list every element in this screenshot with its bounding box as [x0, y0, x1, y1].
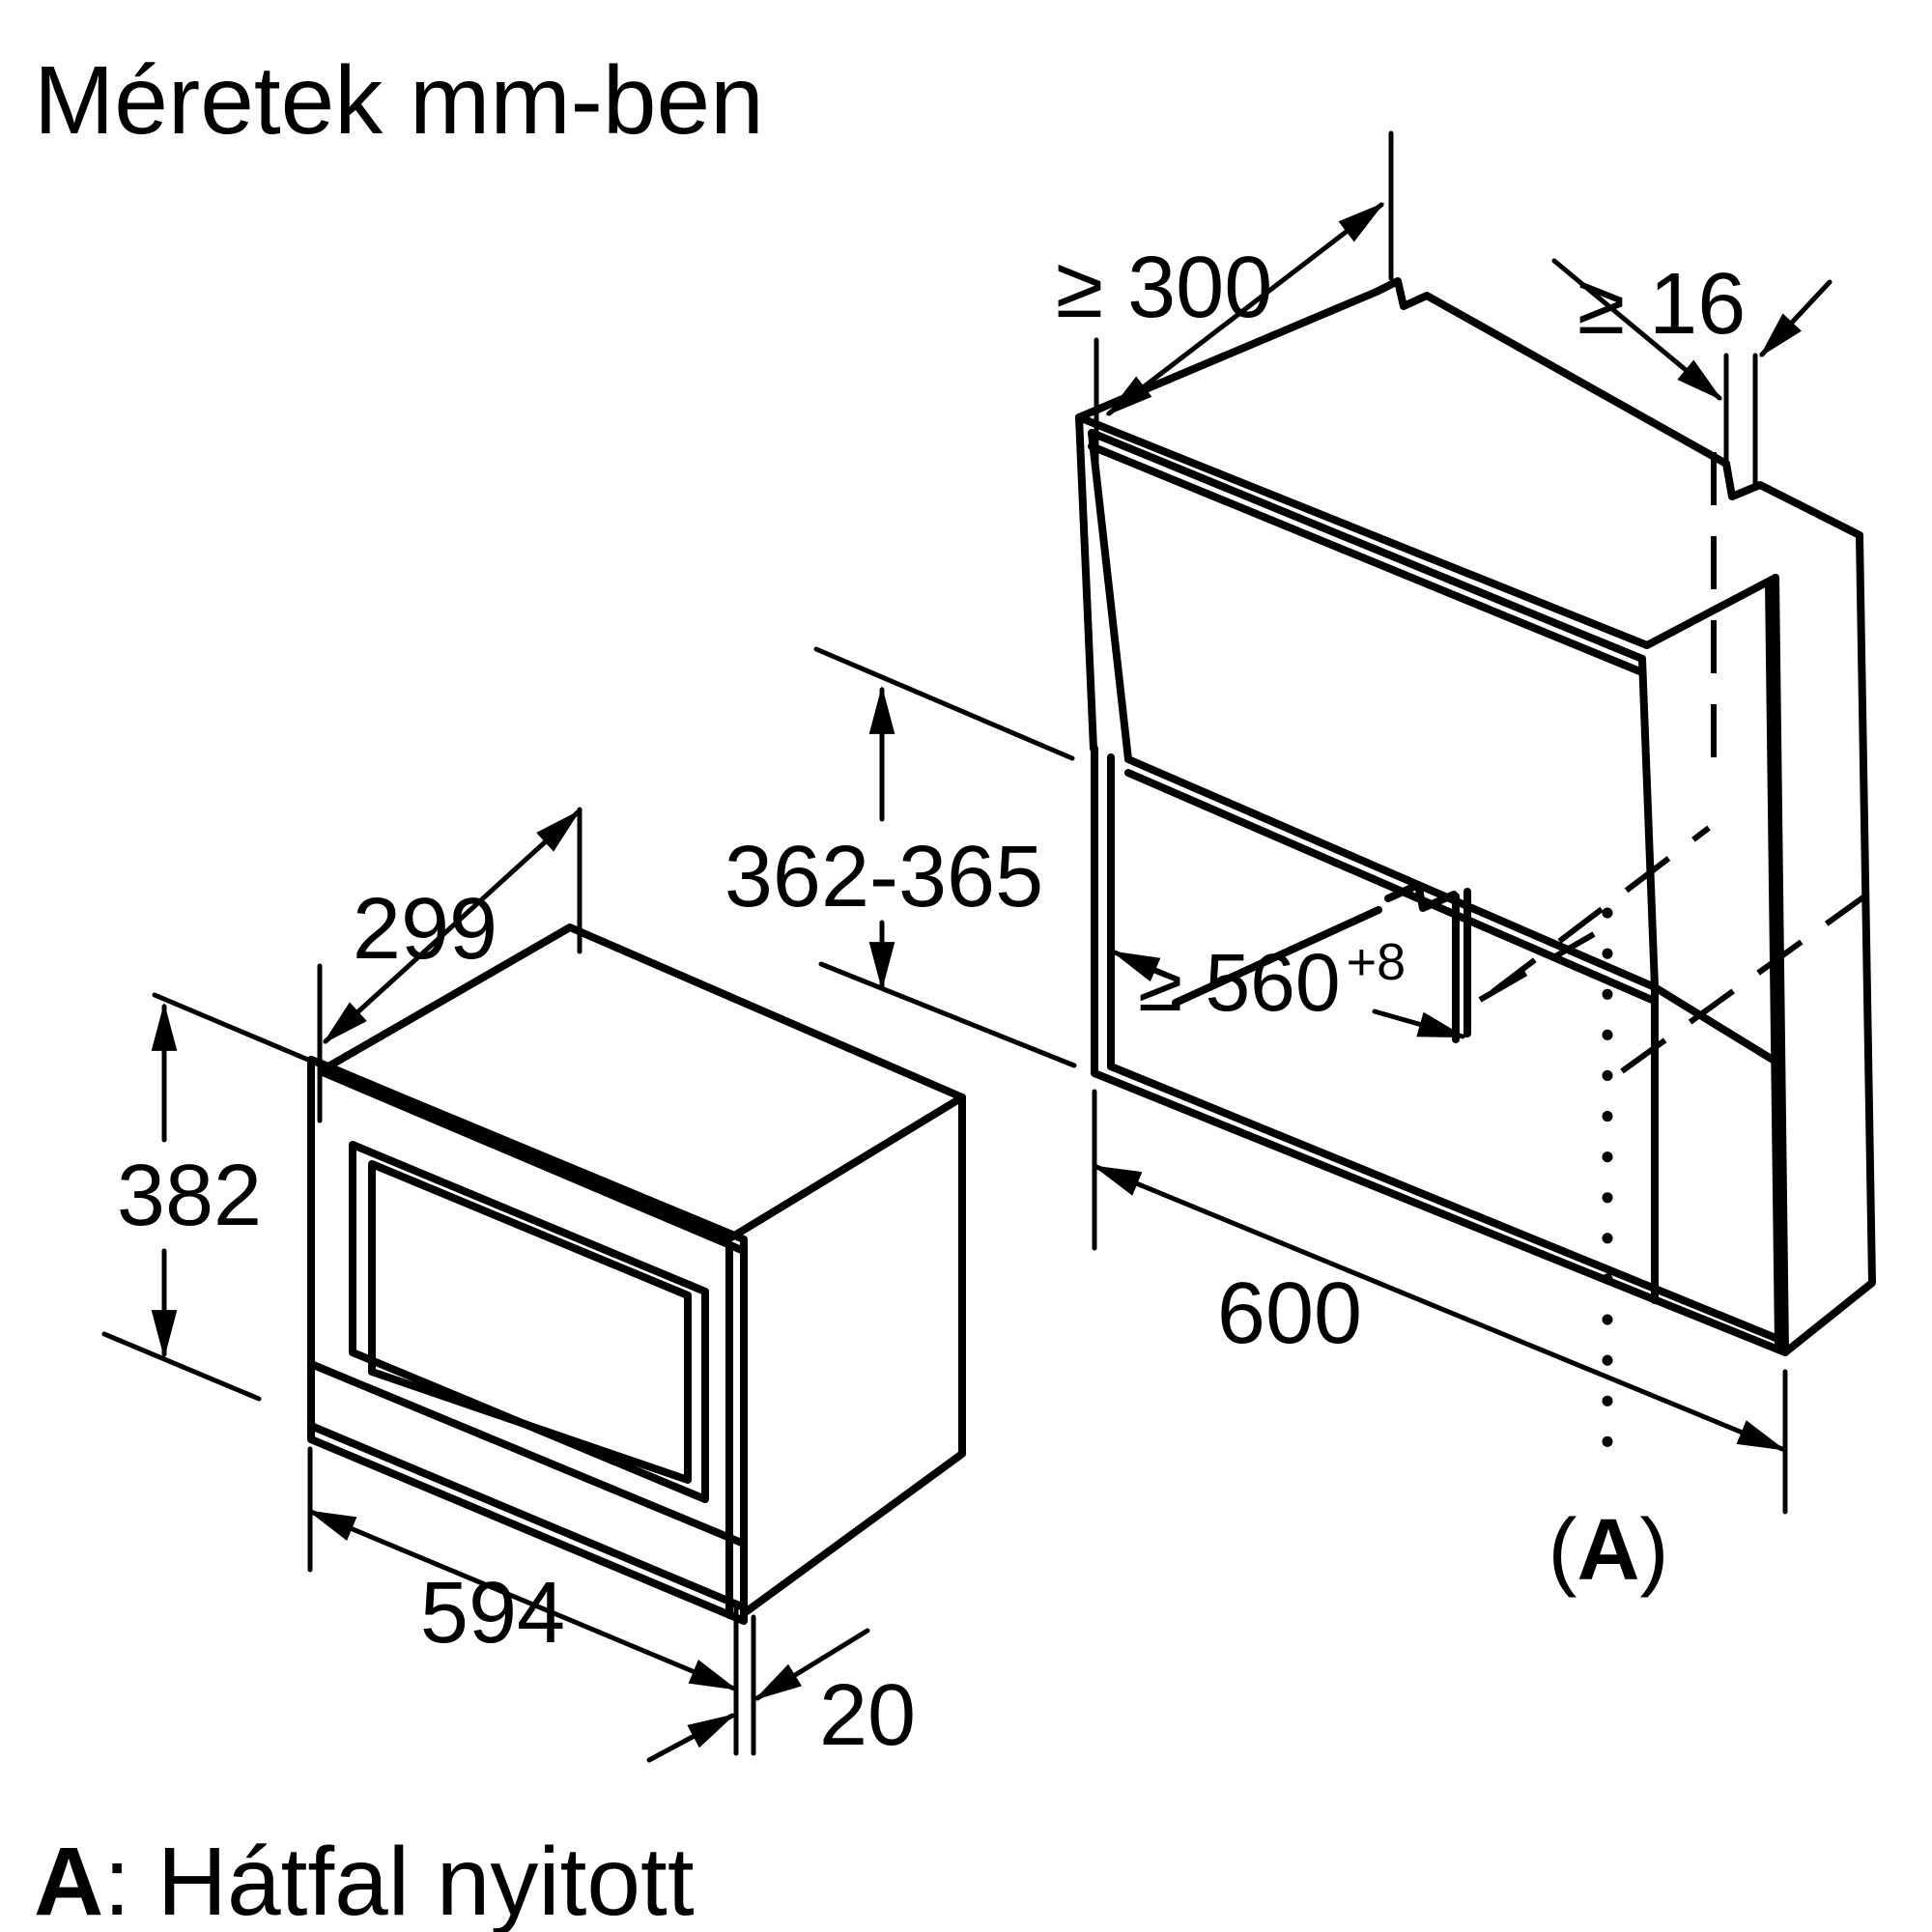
page-title: Méretek mm-ben: [34, 46, 764, 155]
side-panel-thickness-label: ≥ 16: [1577, 256, 1747, 353]
cabinet-dimensions: ≥ 300 ≥ 16 362-365 ≥ 560+8 600 (A): [724, 130, 1833, 1599]
device-height-label: 382: [117, 1148, 262, 1244]
microwave-drawing: [307, 923, 966, 1625]
device-width-label: 594: [420, 1565, 565, 1662]
top-clearance-label: ≥ 300: [1056, 240, 1273, 336]
device-depth-label: 299: [353, 881, 497, 978]
microwave-dimensions: 299 382 594 20: [101, 807, 916, 1764]
niche-height-label: 362-365: [724, 829, 1043, 925]
legend-note: A: Hátfal nyitott: [34, 1828, 695, 1932]
niche-width-label: ≥ 560+8: [1138, 933, 1406, 1028]
frame-overhang-label: 20: [819, 1667, 916, 1764]
hook-leader-line: [1172, 906, 1382, 1007]
mounting-hook: [1384, 881, 1458, 912]
open-back-figure-label: (A): [1548, 1502, 1669, 1599]
cabinet-depth-label: 600: [1217, 1265, 1362, 1362]
